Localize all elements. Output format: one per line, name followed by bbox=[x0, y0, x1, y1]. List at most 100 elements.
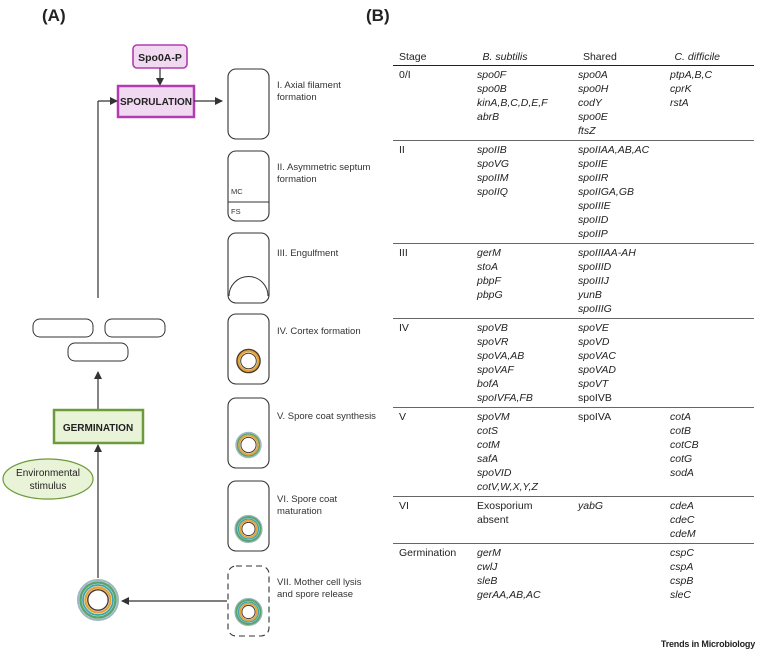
gene-name: spoIIM bbox=[477, 172, 509, 184]
stage-6-label-line1: VI. Spore coat bbox=[277, 494, 338, 505]
stage-4-label-line1: IV. Cortex formation bbox=[277, 326, 361, 337]
c-difficile-genes bbox=[670, 143, 750, 241]
header-c-difficile: C. difficile bbox=[674, 51, 720, 63]
shared-genes bbox=[578, 546, 670, 602]
gene-name: spoIIIG bbox=[578, 303, 612, 315]
c-difficile-genes bbox=[670, 246, 750, 316]
gene-name: spoIIID bbox=[578, 261, 612, 273]
gene-name: yunB bbox=[578, 289, 602, 301]
gene-name: spoIIIE bbox=[578, 200, 611, 212]
gene-name: spoIVB bbox=[578, 392, 612, 404]
gene-name: yabG bbox=[578, 500, 604, 512]
gene-name: spoIIAA,AB,AC bbox=[578, 144, 650, 156]
gene-name: spoVA,AB bbox=[477, 350, 525, 362]
stage-7-label-line1: VII. Mother cell lysis bbox=[277, 577, 362, 588]
stage-1-label-line1: I. Axial filament bbox=[277, 80, 341, 91]
gene-name: spoVE bbox=[578, 322, 609, 334]
gene-name: rstA bbox=[670, 97, 689, 109]
gene-name: cspA bbox=[670, 561, 694, 573]
germination-label: GERMINATION bbox=[63, 423, 133, 434]
gene-name: spoIID bbox=[578, 214, 609, 226]
gene-name: spoIIIAA-AH bbox=[578, 247, 636, 259]
gene-name: spoIIQ bbox=[477, 186, 508, 198]
stage-3-label-line1: III. Engulfment bbox=[277, 248, 339, 259]
gene-name: pbpG bbox=[477, 289, 503, 301]
gene-name: cotS bbox=[477, 425, 499, 437]
gene-name: spoVID bbox=[477, 467, 512, 479]
b-subtilis-genes: Exosporium absent bbox=[477, 499, 578, 541]
gene-name: kinA,B,C,D,E,F bbox=[477, 97, 548, 109]
gene-name: cspC bbox=[670, 547, 694, 559]
gene-name: cdeC bbox=[670, 514, 695, 526]
header-b-subtilis: B. subtilis bbox=[482, 51, 528, 63]
gene-name: spo0A bbox=[578, 69, 608, 81]
sporulation-label: SPORULATION bbox=[120, 97, 192, 108]
stage-1-label-line2: formation bbox=[277, 92, 317, 103]
gene-name: spoIIP bbox=[578, 228, 608, 240]
gene-name: spoIVFA,FB bbox=[477, 392, 533, 404]
gene-name: spoIIE bbox=[578, 158, 608, 170]
gene-name: bofA bbox=[477, 378, 499, 390]
journal-credit: Trends in Microbiology bbox=[660, 639, 755, 649]
c-difficile-genes bbox=[670, 321, 750, 405]
gene-name: spoVAC bbox=[578, 350, 616, 362]
gene-name: ftsZ bbox=[578, 125, 596, 137]
mother-cell-label: MC bbox=[231, 187, 243, 196]
stage-cell: III bbox=[399, 247, 408, 259]
stage-cell: Germination bbox=[399, 547, 457, 559]
vegetative-cell bbox=[32, 318, 94, 338]
header-shared: Shared bbox=[582, 51, 617, 63]
stage-6-cell bbox=[227, 480, 270, 552]
gene-name: gerM bbox=[477, 247, 501, 259]
stage-2-cell: MC FS bbox=[227, 150, 270, 222]
stage-5-cell bbox=[227, 397, 270, 469]
gene-name: spo0B bbox=[477, 83, 507, 95]
stage-7-label-line2: and spore release bbox=[277, 589, 353, 600]
gene-name: abrB bbox=[477, 111, 500, 123]
gene-name: spo0F bbox=[477, 69, 507, 81]
gene-name: sodA bbox=[670, 467, 694, 479]
gene-name: spoVD bbox=[578, 336, 610, 348]
gene-name: sleB bbox=[477, 575, 498, 587]
gene-name: spoIIB bbox=[477, 144, 507, 156]
gene-name: ptpA,B,C bbox=[670, 69, 713, 81]
stage-4-cell bbox=[227, 313, 270, 385]
shared-genes: yabG bbox=[578, 499, 670, 541]
gene-name: Exosporium bbox=[477, 500, 533, 512]
header-stage: Stage bbox=[399, 51, 427, 63]
gene-name: spoVAF bbox=[477, 364, 514, 376]
gene-name: cotM bbox=[477, 439, 500, 451]
gene-name: cdeA bbox=[670, 500, 694, 512]
stage-cell: VI bbox=[399, 500, 409, 512]
stage-2-label-line2: formation bbox=[277, 174, 317, 185]
gene-name: spoVAD bbox=[578, 364, 616, 376]
stage-cell: IV bbox=[399, 322, 409, 334]
stage-cell: II bbox=[399, 144, 405, 156]
gene-name: cotV,W,X,Y,Z bbox=[477, 481, 538, 493]
sporulation-box: SPORULATION bbox=[116, 84, 196, 119]
germination-box: GERMINATION bbox=[52, 408, 145, 445]
stage-2-label-line1: II. Asymmetric septum bbox=[277, 162, 371, 173]
gene-name: stoA bbox=[477, 261, 499, 273]
vegetative-cell bbox=[104, 318, 166, 338]
gene-name: cwlJ bbox=[477, 561, 498, 573]
gene-name: codY bbox=[578, 97, 602, 109]
stage-cell: 0/I bbox=[399, 69, 411, 81]
gene-name: absent bbox=[477, 514, 509, 526]
b-subtilis-genes: spo0F spo0B kinA,B,C,D,E,F abrB bbox=[477, 68, 578, 138]
gene-name: gerM bbox=[477, 547, 501, 559]
